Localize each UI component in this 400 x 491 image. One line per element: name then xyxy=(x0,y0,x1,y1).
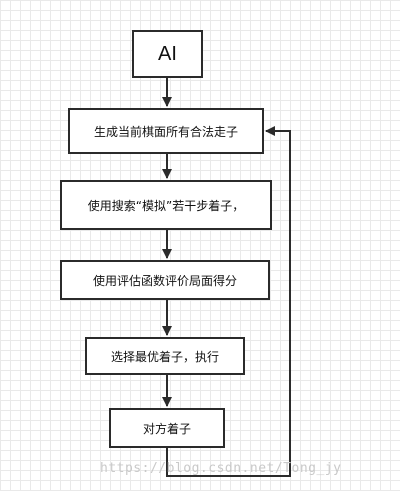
node-opponent-move: 对方着子 xyxy=(109,408,225,448)
watermark-text: https://blog.csdn.net/Tong_jy xyxy=(100,461,342,476)
node-search-simulate: 使用搜索“模拟”若干步着子， xyxy=(60,180,272,230)
arrow-loop-opponent-to-generate xyxy=(166,126,291,477)
node-ai: AI xyxy=(132,30,203,78)
node-generate-legal-moves: 生成当前棋面所有合法走子 xyxy=(68,108,264,154)
node-choose-best-move: 选择最优着子，执行 xyxy=(85,337,245,375)
node-evaluate-position: 使用评估函数评价局面得分 xyxy=(60,260,270,300)
